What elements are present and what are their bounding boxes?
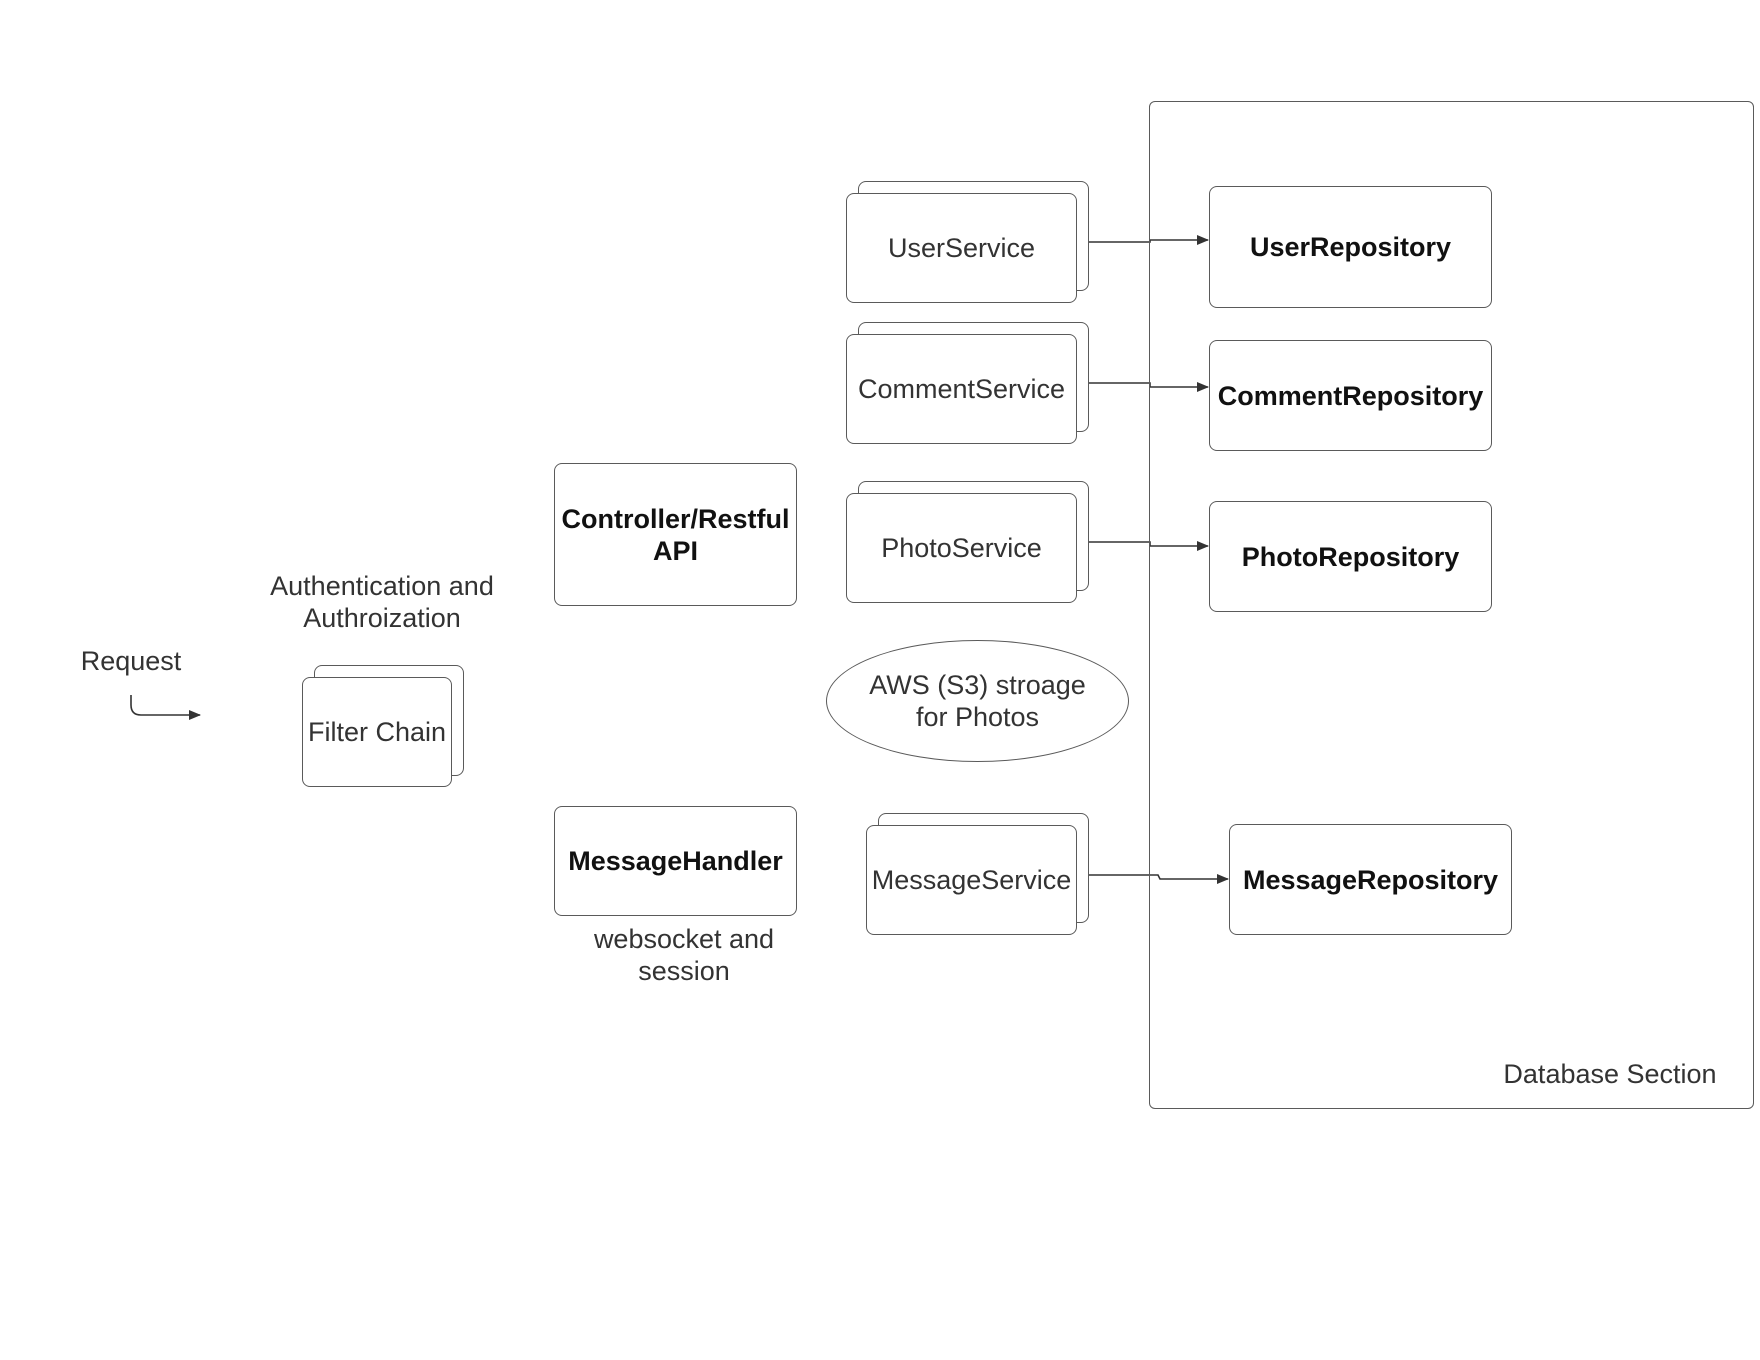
comment-service-box: CommentService — [846, 334, 1077, 444]
message-repository-box: MessageRepository — [1229, 824, 1512, 935]
user-service-label: UserService — [887, 233, 1036, 263]
database-section-label: Database Section — [1503, 1059, 1717, 1089]
request-arrow — [130, 695, 201, 720]
request-label: Request — [80, 646, 182, 676]
message-handler-label: MessageHandler — [568, 846, 783, 876]
message-repository-label: MessageRepository — [1242, 864, 1499, 895]
user-service-arrow — [1088, 235, 1209, 245]
photo-repository-box: PhotoRepository — [1209, 501, 1492, 612]
comment-repository-label: CommentRepository — [1217, 380, 1484, 411]
aws-storage-label: AWS (S3) stroage for Photos — [869, 670, 1086, 732]
photo-repository-label: PhotoRepository — [1241, 541, 1460, 572]
comment-repository-box: CommentRepository — [1209, 340, 1492, 451]
auth-label: Authentication and Authroization — [270, 571, 494, 633]
comment-service-arrow — [1088, 382, 1209, 392]
message-handler-box: MessageHandler — [554, 806, 797, 916]
controller-box: Controller/Restful API — [554, 463, 797, 606]
controller-label: Controller/Restful API — [561, 503, 790, 566]
photo-service-label: PhotoService — [881, 533, 1042, 563]
message-service-box: MessageService — [866, 825, 1077, 935]
filter-chain-box: Filter Chain — [302, 677, 452, 787]
comment-service-label: CommentService — [857, 374, 1066, 404]
database-section — [1149, 101, 1754, 1109]
websocket-label: websocket and session — [593, 924, 775, 986]
aws-storage-ellipse: AWS (S3) stroage for Photos — [826, 640, 1129, 762]
filter-chain-label: Filter Chain — [307, 717, 447, 747]
user-repository-box: UserRepository — [1209, 186, 1492, 308]
user-service-box: UserService — [846, 193, 1077, 303]
user-repository-label: UserRepository — [1249, 232, 1452, 262]
photo-service-box: PhotoService — [846, 493, 1077, 603]
message-service-label: MessageService — [871, 865, 1072, 895]
photo-service-arrow — [1088, 541, 1209, 551]
message-service-arrow — [1088, 874, 1229, 884]
